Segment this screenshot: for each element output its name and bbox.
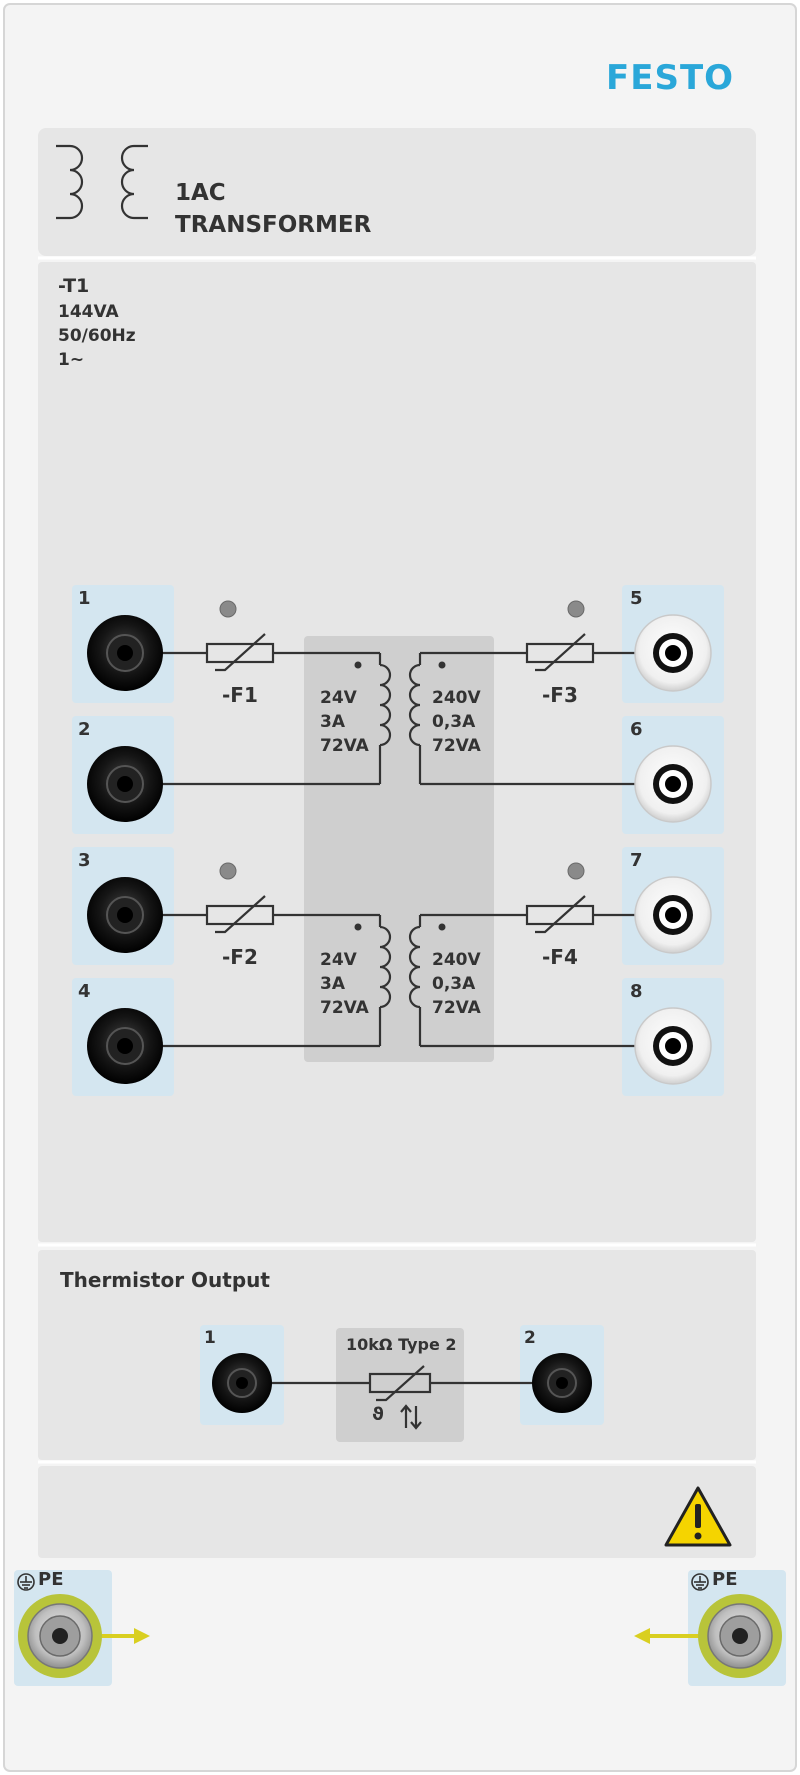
fuse-f3-led	[567, 600, 585, 618]
socket-7-label: 7	[630, 850, 643, 871]
socket-5[interactable]	[634, 614, 712, 692]
pe-label-right: PE	[712, 1569, 738, 1590]
fuse-f2-label: -F2	[222, 945, 258, 969]
thermistor-socket-2-label: 2	[524, 1328, 536, 1348]
warning-triangle-icon	[664, 1486, 732, 1547]
socket-2[interactable]	[87, 746, 163, 822]
thermistor-temp-symbol: ϑ	[372, 1404, 384, 1425]
winding-secondary-lower-voltage: 240V	[432, 950, 481, 970]
module-title-line1: 1AC	[175, 180, 226, 206]
pe-terminal-left[interactable]	[18, 1594, 102, 1678]
ground-icon-right	[691, 1573, 709, 1591]
header-section	[38, 128, 756, 256]
thermistor-box	[336, 1328, 464, 1442]
device-frequency: 50/60Hz	[58, 326, 136, 346]
device-phase: 1~	[58, 350, 85, 370]
pe-terminal-arrow-right	[634, 1628, 700, 1644]
fuse-f4-label: -F4	[542, 945, 578, 969]
winding-secondary-lower: 240V 0,3A 72VA	[432, 948, 481, 1020]
module-title-line2: TRANSFORMER	[175, 212, 372, 238]
winding-primary-lower-power: 72VA	[320, 998, 369, 1018]
winding-primary-upper-voltage: 24V	[320, 688, 357, 708]
winding-primary-lower: 24V 3A 72VA	[320, 948, 369, 1020]
fuse-f1-led	[219, 600, 237, 618]
socket-8[interactable]	[634, 1007, 712, 1085]
socket-8-label: 8	[630, 981, 643, 1002]
socket-3[interactable]	[87, 877, 163, 953]
winding-primary-upper: 24V 3A 72VA	[320, 686, 369, 758]
fuse-f2-led	[219, 862, 237, 880]
socket-7[interactable]	[634, 876, 712, 954]
winding-secondary-lower-current: 0,3A	[432, 974, 476, 994]
warning-section	[38, 1466, 756, 1558]
ground-icon-left	[17, 1573, 35, 1591]
thermistor-socket-2[interactable]	[532, 1353, 592, 1413]
winding-primary-upper-current: 3A	[320, 712, 345, 732]
transformer-symbol-icon	[56, 144, 148, 220]
pe-terminal-arrow-left	[100, 1628, 150, 1644]
winding-primary-lower-current: 3A	[320, 974, 345, 994]
pe-label-left: PE	[38, 1569, 64, 1590]
winding-primary-lower-voltage: 24V	[320, 950, 357, 970]
thermistor-socket-1-label: 1	[204, 1328, 216, 1348]
socket-2-label: 2	[78, 719, 91, 740]
device-tag: -T1	[58, 275, 90, 297]
fuse-f2-icon	[205, 895, 275, 934]
socket-6-label: 6	[630, 719, 643, 740]
winding-secondary-upper-voltage: 240V	[432, 688, 481, 708]
fuse-f3-icon	[525, 633, 595, 672]
socket-6[interactable]	[634, 745, 712, 823]
winding-primary-upper-power: 72VA	[320, 736, 369, 756]
thermistor-title: Thermistor Output	[60, 1268, 270, 1292]
socket-1[interactable]	[87, 615, 163, 691]
socket-3-label: 3	[78, 850, 91, 871]
socket-1-label: 1	[78, 588, 91, 609]
winding-secondary-lower-power: 72VA	[432, 998, 481, 1018]
fuse-f4-icon	[525, 895, 595, 934]
thermistor-socket-1[interactable]	[212, 1353, 272, 1413]
thermistor-spec: 10kΩ Type 2	[346, 1335, 457, 1354]
socket-4[interactable]	[87, 1008, 163, 1084]
fuse-f1-label: -F1	[222, 683, 258, 707]
device-power: 144VA	[58, 302, 119, 322]
winding-secondary-upper: 240V 0,3A 72VA	[432, 686, 481, 758]
transformer-core	[304, 636, 494, 1062]
pe-terminal-right[interactable]	[698, 1594, 782, 1678]
festo-logo: FESTO	[606, 58, 735, 98]
fuse-f1-icon	[205, 633, 275, 672]
socket-5-label: 5	[630, 588, 643, 609]
winding-secondary-upper-current: 0,3A	[432, 712, 476, 732]
fuse-f4-led	[567, 862, 585, 880]
winding-secondary-upper-power: 72VA	[432, 736, 481, 756]
socket-4-label: 4	[78, 981, 91, 1002]
fuse-f3-label: -F3	[542, 683, 578, 707]
